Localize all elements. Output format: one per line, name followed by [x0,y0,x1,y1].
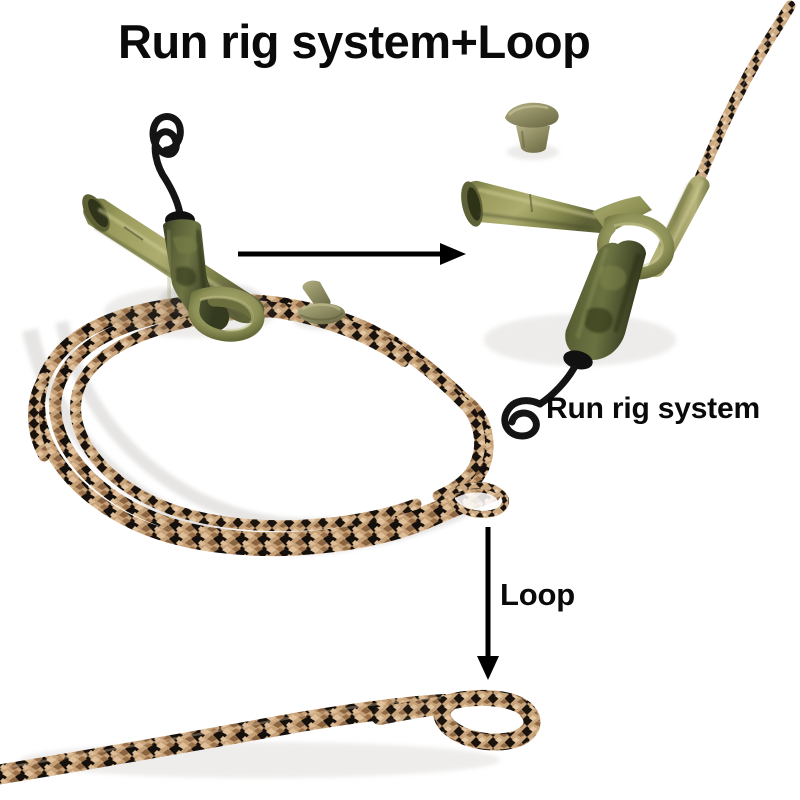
leader-strand-second [49,300,494,545]
peg-stem [302,280,331,310]
label-run-rig-system: Run rig system [546,392,760,425]
leader-strand-outer [32,293,501,557]
bottom-leader-loop [0,689,541,785]
assembly-arrow [238,243,466,265]
leader-to-top-right [694,0,796,184]
assembled-clip-body [565,240,646,360]
leader-strand-upper-c [263,307,409,367]
leader-left-turn [28,372,50,462]
page-title: Run rig system+Loop [118,15,591,68]
quick-change-clip-right [501,350,593,440]
component-peg-topright [505,102,559,160]
camo-leader-coil [22,293,509,557]
leader-upper-strand [694,0,796,184]
component-peg-center [294,280,346,330]
loop-arrow [477,527,499,680]
component-lead-clip [149,113,265,342]
assembled-run-rig [461,175,710,440]
label-loop: Loop [500,577,575,612]
assembled-tail-rubber [461,180,609,233]
lead-clip-ring [188,286,265,342]
leader-bend-right [436,398,494,508]
leader-end-loop [448,482,509,518]
